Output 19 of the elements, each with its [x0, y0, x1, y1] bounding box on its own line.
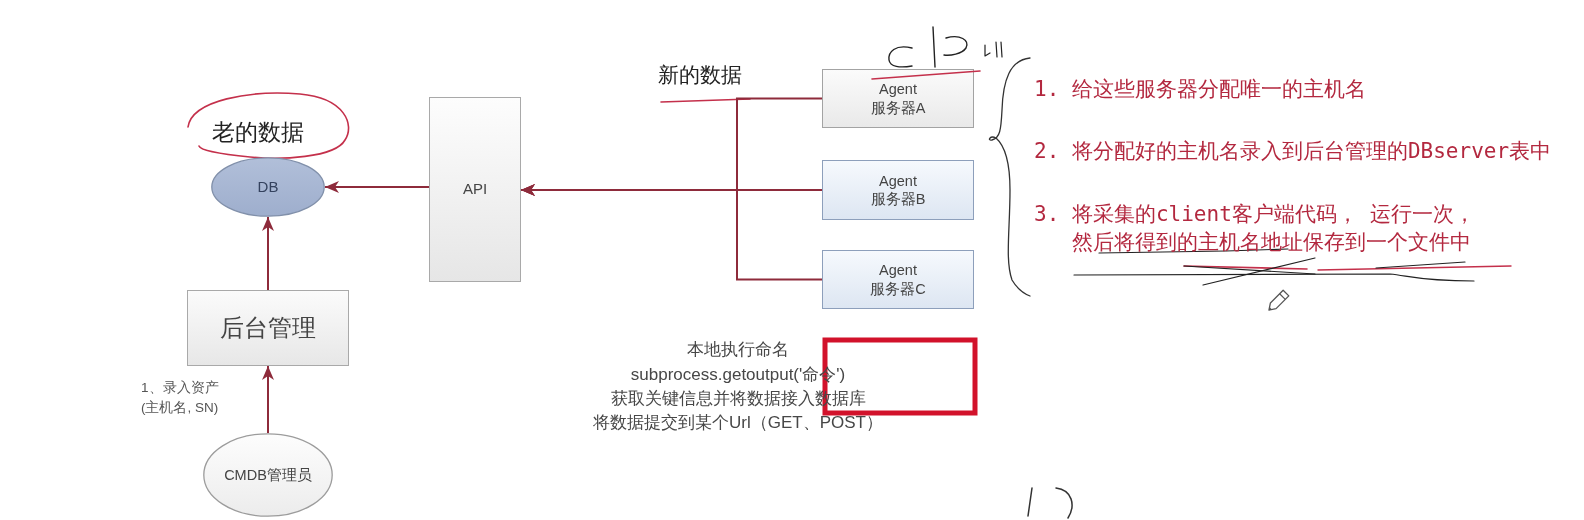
- edge-label: 1、录入资产 (主机名, SN): [141, 379, 220, 417]
- node-caption: 老的数据: [212, 119, 304, 147]
- note-text: 3. 将采集的client客户端代码， 运行一次，然后将得到的主机名地址保存到一个文件中: [1034, 201, 1477, 256]
- server-box: Agent 服务器C: [822, 250, 974, 309]
- annotation-text: 将数据提交到某个Url（GET、POST）: [593, 412, 883, 434]
- note-text: 2. 将分配好的主机名录入到后台管理的DBserver表中: [1034, 138, 1552, 165]
- database-ellipse: DB: [211, 157, 325, 217]
- arrow: [324, 181, 430, 193]
- user-ellipse: CMDB管理员: [203, 433, 333, 517]
- note-text: 1. 给这些服务器分配唯一的主机名: [1034, 76, 1366, 103]
- arrow: [520, 184, 823, 281]
- server-box: Agent 服务器A: [822, 69, 974, 128]
- arrow: [262, 216, 274, 291]
- annotation-text: 本地执行命名: [687, 339, 789, 361]
- arrow: [262, 365, 274, 434]
- server-box: Agent 服务器B: [822, 160, 974, 220]
- admin-box: 后台管理: [187, 290, 349, 366]
- api-box: API: [429, 97, 521, 282]
- annotation-text: 新的数据: [658, 63, 742, 89]
